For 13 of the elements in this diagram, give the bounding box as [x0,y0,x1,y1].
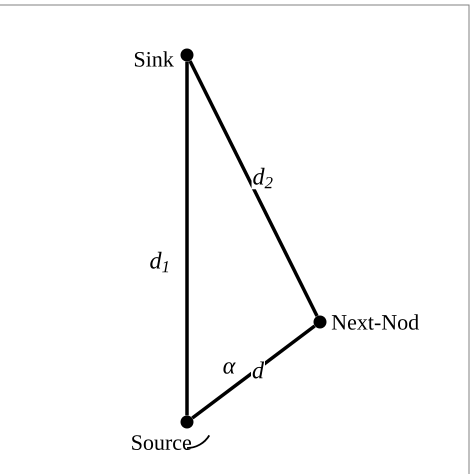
edge-label: d$_{2}$ [252,166,274,190]
edge-label: d$_{1}$ [148,250,172,274]
point-marker [180,48,194,62]
node-label: Source [132,435,192,450]
point-marker [314,316,326,328]
angle-label: α [223,362,236,374]
node-label: Sink [134,51,174,67]
point-marker [180,416,194,428]
line [185,62,189,416]
line [191,324,316,420]
line [188,60,319,317]
node-label: Next-Nod [332,314,419,330]
edge-label: d [251,360,265,380]
